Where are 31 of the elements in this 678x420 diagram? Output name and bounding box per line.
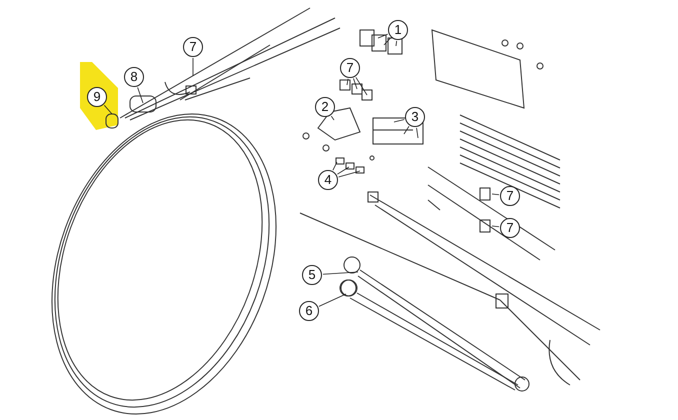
callout-number: 5 bbox=[302, 265, 322, 285]
leader-line bbox=[104, 104, 112, 114]
leader-line bbox=[322, 272, 358, 275]
leader-line bbox=[336, 166, 350, 175]
callout-number: 4 bbox=[318, 170, 338, 190]
leader-line bbox=[384, 38, 391, 46]
leader-line bbox=[332, 162, 338, 171]
leader-line bbox=[396, 40, 398, 46]
leader-line bbox=[192, 58, 194, 76]
leader-line bbox=[492, 194, 500, 196]
callout-number: 7 bbox=[500, 218, 520, 238]
leader-line bbox=[492, 226, 500, 228]
leader-line bbox=[378, 34, 388, 38]
leader-line bbox=[355, 76, 368, 96]
callout-number: 8 bbox=[124, 67, 144, 87]
callout-number: 7 bbox=[340, 58, 360, 78]
callout-number: 7 bbox=[500, 186, 520, 206]
leader-line bbox=[318, 294, 346, 307]
callout-number: 3 bbox=[405, 107, 425, 127]
leader-line bbox=[330, 116, 334, 120]
leader-line bbox=[346, 78, 348, 86]
leader-line bbox=[416, 128, 418, 138]
leader-line bbox=[394, 119, 405, 122]
callout-number: 7 bbox=[183, 37, 203, 57]
callout-number: 6 bbox=[299, 301, 319, 321]
leader-line bbox=[338, 170, 360, 178]
callout-number: 1 bbox=[388, 20, 408, 40]
leader-line bbox=[137, 87, 144, 104]
callout-number: 2 bbox=[315, 97, 335, 117]
leader-line bbox=[404, 126, 410, 134]
leader-line bbox=[353, 78, 358, 90]
